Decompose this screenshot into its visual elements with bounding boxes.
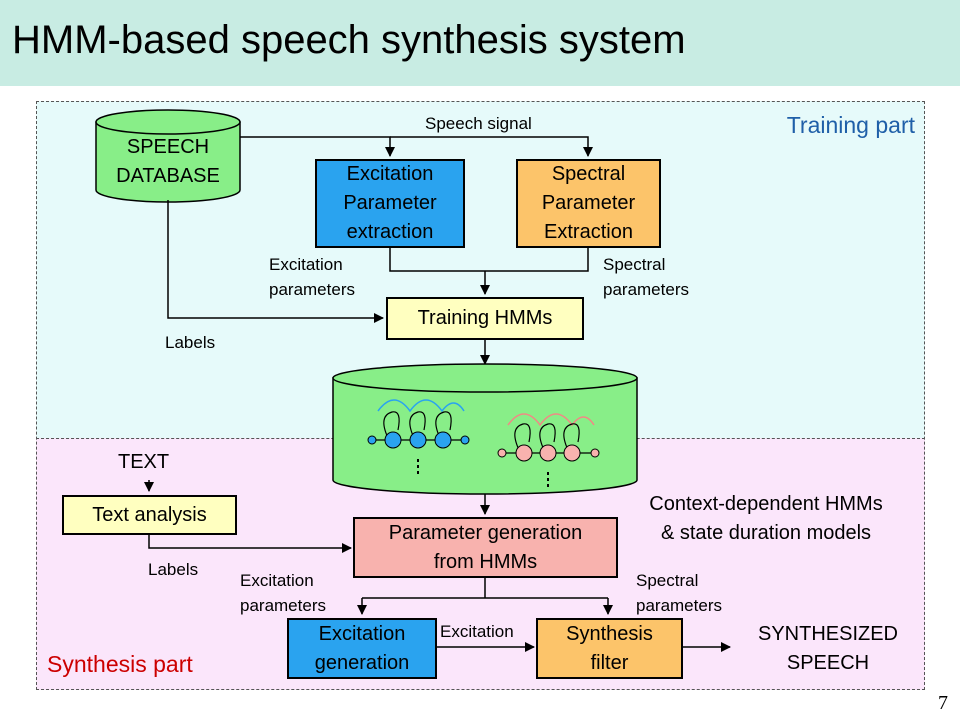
training-hmms-box: Training HMMs	[386, 297, 584, 340]
labels-connector-bottom	[148, 535, 352, 553]
region-frame	[36, 101, 925, 690]
slide-title: HMM-based speech synthesis system	[12, 18, 686, 62]
speech-signal-connector	[240, 136, 593, 157]
spectral-parameters-top-label: Spectral parameters	[603, 255, 689, 299]
synthesis-filter-label: Synthesis filter	[566, 622, 653, 674]
excitation-label: Excitation	[440, 622, 514, 641]
labels-bottom-label: Labels	[148, 560, 199, 579]
parameter-generation-label: Parameter generation from HMMs	[388, 521, 583, 573]
excitation-generation-box: Excitation generation	[287, 618, 437, 679]
spectral-extraction-label: Spectral Parameter Extraction	[541, 163, 636, 243]
page-number: 7	[938, 692, 948, 714]
training-part-label: Training part	[786, 112, 915, 138]
text-input-label: TEXT	[118, 451, 170, 473]
speech-signal-label: Speech signal	[425, 114, 532, 133]
synthesis-part-label: Synthesis part	[47, 651, 193, 677]
spectral-extraction-box: Spectral Parameter Extraction	[516, 159, 661, 248]
generation-split-connector	[357, 578, 613, 615]
text-analysis-label: Text analysis	[92, 503, 207, 526]
spectral-parameters-bottom-label: Spectral parameters	[636, 571, 722, 615]
training-hmms-label: Training HMMs	[417, 307, 553, 329]
excitation-extraction-box: Excitation Parameter extraction	[315, 159, 465, 248]
excitation-hmm-graphic	[367, 399, 470, 474]
excitation-parameters-top-label: Excitation parameters	[269, 255, 355, 299]
context-models-label: Context-dependent HMMs & state duration …	[649, 493, 883, 544]
title-bar	[0, 0, 960, 86]
labels-top-label: Labels	[165, 333, 216, 352]
speech-database-label: SPEECH DATABASE	[116, 136, 220, 187]
spectral-hmm-graphic	[497, 413, 600, 487]
parameter-generation-box: Parameter generation from HMMs	[353, 517, 618, 578]
speech-database-cylinder	[95, 109, 241, 203]
excitation-extraction-label: Excitation Parameter extraction	[343, 163, 437, 243]
labels-connector-top	[167, 200, 384, 323]
hmm-model-cylinder	[332, 363, 638, 495]
parameter-merge-connector	[389, 248, 589, 295]
excitation-parameters-bottom-label: Excitation parameters	[240, 571, 326, 615]
excitation-generation-label: Excitation generation	[314, 622, 410, 674]
synthesis-filter-box: Synthesis filter	[536, 618, 683, 679]
text-analysis-box: Text analysis	[62, 495, 237, 535]
synthesized-speech-label: SYNTHESIZED SPEECH	[757, 623, 899, 674]
